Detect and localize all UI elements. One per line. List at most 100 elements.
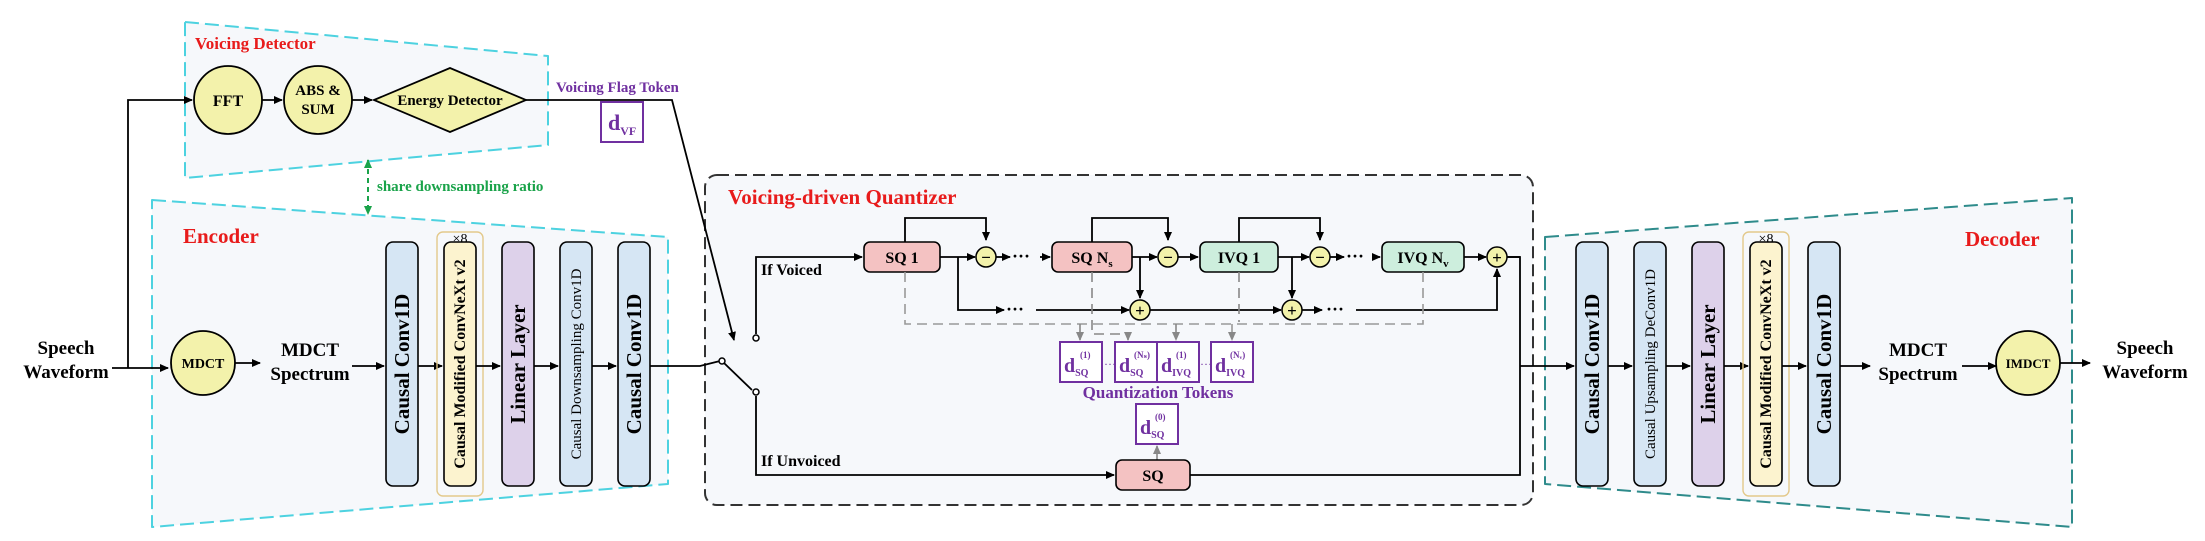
dashed-ivqn-token [1232,272,1424,340]
wire-dots4-to-final [1356,268,1501,311]
input-label-line1: Speech [38,338,95,359]
decoder-block3-label: Linear Layer [1696,304,1720,423]
decoder-block-convnext [1749,241,1783,487]
decoder-block-causal-conv1d-1 [1575,241,1609,487]
abs-sum-label-line1: ABS & [295,83,340,99]
voicing-flag-token-sub: VF [620,124,636,138]
ivq1-label: IVQ 1 [1218,250,1260,267]
token-sq-0: dSQ (0) [1135,403,1179,445]
token-ivq-1-base: d [1161,355,1172,377]
encoder-block-linear [501,241,535,487]
quantizer-title: Voicing-driven Quantizer [728,185,956,209]
share-ratio-label: share downsampling ratio [377,179,543,195]
encoder-spectrum-line2: Spectrum [270,364,349,385]
encoder-block2-label: Causal Modified ConvNeXt v2 [452,259,469,468]
token-ivq-nv-sup: (Nᵥ) [1230,350,1245,360]
switch-unvoiced-contact [752,388,760,396]
ivqn-label-sub: v [1443,258,1449,270]
token-sq-0-sup: (0) [1155,412,1166,422]
token-sq-0-sub: SQ [1151,430,1165,441]
svg-text:dIVQ: dIVQ [1161,355,1191,379]
decoder-block-upsampling [1633,241,1667,487]
token-sq-ns-sub: SQ [1130,368,1144,379]
decoder-block5-label: Causal Conv1D [1812,294,1836,435]
abs-sum-node [283,65,353,135]
switch-pivot [718,357,726,365]
token-sq-0-base: d [1140,417,1151,439]
voicing-flag-token-base: d [608,110,620,135]
decoder-block4-label: Causal Modified ConvNeXt v2 [1758,259,1775,468]
voicing-flag-token [600,101,644,143]
svg-text:dSQ: dSQ [1140,417,1165,441]
sqn-label: SQ Ns [1071,250,1113,270]
imdct-label: IMDCT [2006,356,2051,371]
encoder-block1-label: Causal Conv1D [390,294,414,435]
encoder-block3-label: Linear Layer [506,304,530,423]
add-node-final-sign: + [1492,248,1502,267]
switch-blade [723,362,753,391]
input-label-line2: Waveform [23,362,109,383]
token-ivq-1-sup: (1) [1176,350,1187,360]
quantization-tokens-label: Quantization Tokens [1083,383,1234,402]
if-voiced-label: If Voiced [761,262,822,279]
encoder-block-downsampling [559,241,593,487]
energy-detector-label: Energy Detector [397,93,503,109]
encoder-block5-label: Causal Conv1D [622,294,646,435]
wire-sq1-down [957,257,1005,314]
sqn-label-main: SQ N [1071,250,1108,267]
output-label-line2: Waveform [2102,362,2188,383]
token-sq-1-base: d [1064,355,1075,377]
add-node-1-sign: + [1135,301,1145,320]
voicing-flag-token-text: dVF [608,110,636,138]
token-dots-2: ··· [1200,357,1212,371]
sqn-label-sub: s [1108,258,1113,270]
voicing-flag-label: Voicing Flag Token [556,80,679,96]
subtract-node-1-sign: − [981,248,991,267]
token-sq-1: dSQ (1) [1059,341,1103,383]
wire-voiced-up [755,253,863,334]
token-ivq-nv: dIVQ (Nᵥ) [1210,341,1254,383]
token-sq-ns-sup: (Nₛ) [1134,350,1150,360]
decoder-block-causal-conv1d-2 [1807,241,1841,487]
wire-skip-sq1 [904,217,990,242]
output-label-line1: Speech [2117,338,2174,359]
svg-text:dSQ: dSQ [1119,355,1144,379]
if-unvoiced-label: If Unvoiced [761,453,841,470]
wire-unvoiced [755,396,1115,479]
token-ivq-nv-sub: IVQ [1226,368,1245,379]
dots-2: ··· [1346,246,1364,266]
token-sq-1-sub: SQ [1075,368,1089,379]
encoder-repeat-bracket [436,231,484,497]
abs-sum-label-line2: SUM [301,102,334,118]
encoder-spectrum-line1: MDCT [281,340,339,361]
decoder-title: Decoder [1965,227,2040,251]
token-ivq-1-sub: IVQ [1172,368,1191,379]
decoder-repeat-bracket [1742,231,1790,497]
dots-3: ··· [1006,299,1024,319]
fft-label: FFT [213,93,244,110]
svg-text:dSQ: dSQ [1064,355,1089,379]
svg-text:dIVQ: dIVQ [1215,355,1245,379]
encoder-title: Encoder [183,224,259,248]
sq-unvoiced-label: SQ [1142,468,1163,485]
decoder-block-linear [1691,241,1725,487]
decoder-block2-label: Causal Upsampling DeConv1D [1643,269,1659,459]
add-node-2-sign: + [1287,301,1297,320]
dashed-sq1-token [904,272,1374,325]
dashed-ivq1-token [1176,272,1240,340]
token-dots: ··· [1104,357,1116,371]
encoder-block-convnext [443,241,477,487]
token-ivq-nv-base: d [1215,355,1226,377]
token-sq-ns: dSQ (Nₛ) [1114,341,1158,383]
wire-encoder-out [650,360,721,367]
dashed-sqn-token [1091,272,1132,341]
decoder-block1-label: Causal Conv1D [1580,294,1604,435]
dots-4: ··· [1326,299,1344,319]
wire-energy-out [526,99,736,341]
subtract-node-3-sign: − [1315,248,1325,267]
encoder-block-causal-conv1d-1 [385,241,419,487]
encoder-block4-label: Causal Downsampling Conv1D [569,268,585,459]
decoder-spectrum-line2: Spectrum [1878,364,1957,385]
mdct-label: MDCT [182,357,225,372]
